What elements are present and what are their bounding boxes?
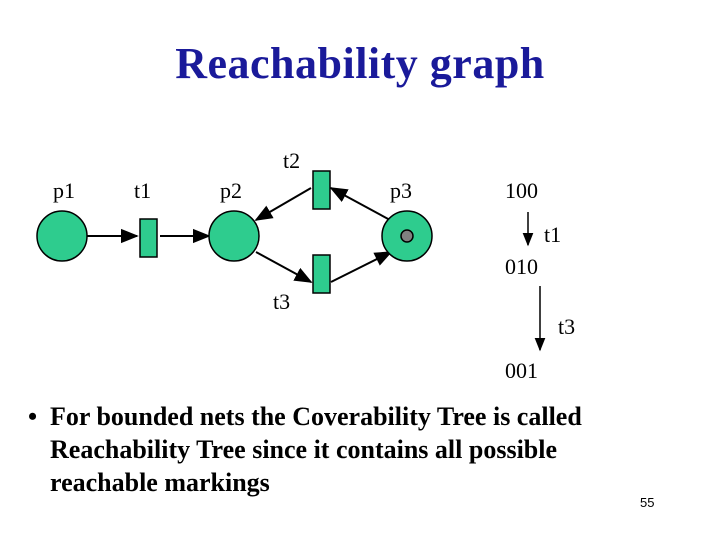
token-p3: [400, 229, 414, 243]
arc-t2-p2: [254, 187, 312, 221]
transition-label-t1: t1: [134, 178, 151, 203]
page-number: 55: [640, 495, 655, 510]
rg-edge-label-t3: t3: [558, 314, 575, 339]
place-p2: [208, 210, 260, 262]
place-label-p3: p3: [390, 178, 412, 203]
transition-t2: [312, 170, 331, 210]
transition-t1: [139, 218, 158, 258]
transition-label-t2: t2: [283, 148, 300, 173]
place-label-p2: p2: [220, 178, 242, 203]
arc-p2-t3: [255, 251, 313, 283]
rg-edge-label-t1: t1: [544, 222, 561, 247]
place-p1: [36, 210, 88, 262]
bullet-item: • For bounded nets the Coverability Tree…: [28, 400, 668, 499]
slide-title: Reachability graph: [175, 39, 545, 88]
arc-t3-p3: [330, 251, 393, 283]
place-label-p1: p1: [53, 178, 75, 203]
bullet-text: For bounded nets the Coverability Tree i…: [50, 402, 582, 497]
marking-001: 001: [505, 358, 538, 383]
marking-100: 100: [505, 178, 538, 203]
marking-010: 010: [505, 254, 538, 279]
bullet-symbol: •: [28, 402, 38, 431]
transition-t3: [312, 254, 331, 294]
arc-p3-t2: [329, 187, 391, 221]
transition-label-t3: t3: [273, 289, 290, 314]
